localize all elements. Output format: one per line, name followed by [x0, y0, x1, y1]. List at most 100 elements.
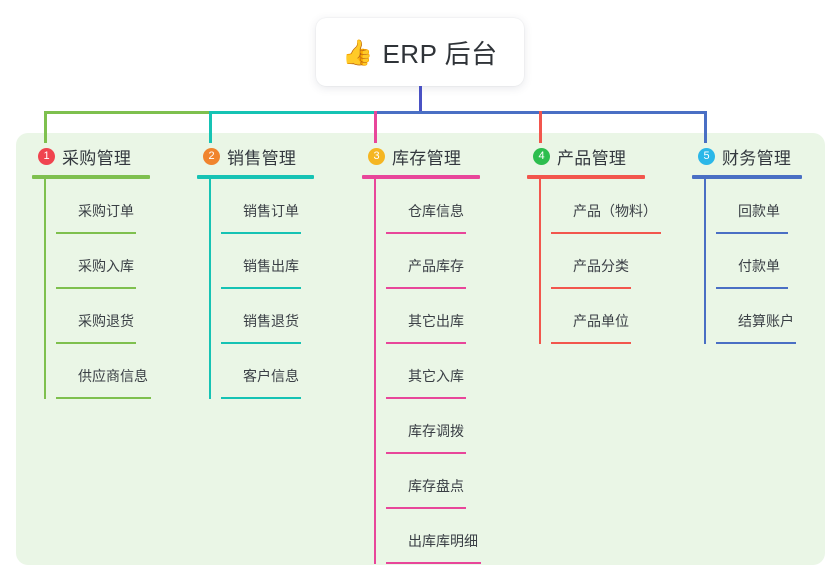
branch-header-3[interactable]: 3 库存管理: [362, 143, 480, 169]
branch-underline: [692, 175, 802, 179]
branch-item[interactable]: 出库库明细: [386, 509, 481, 564]
branch-column-1: 1 采购管理采购订单采购入库采购退货供应商信息: [32, 143, 152, 399]
branch-item-list: 产品（物料） 产品分类产品单位: [527, 179, 661, 344]
branch-spine: [209, 179, 211, 399]
branch-header-2[interactable]: 2 销售管理: [197, 143, 315, 169]
branch-item[interactable]: 付款单: [716, 234, 802, 289]
branch-title: 产品管理: [557, 148, 627, 168]
branch-item-underline: [386, 397, 466, 399]
branch-item-underline: [386, 342, 466, 344]
branch-item-label: 采购退货: [78, 313, 134, 329]
branch-item-label: 库存盘点: [408, 478, 464, 494]
branch-item-underline: [386, 287, 466, 289]
branch-underline: [527, 175, 645, 179]
branch-item-label: 付款单: [738, 258, 780, 274]
branch-column-5: 5 财务管理回款单付款单结算账户: [692, 143, 802, 344]
root-stem-connector: [419, 86, 422, 114]
branch-item[interactable]: 销售出库: [221, 234, 315, 289]
branch-item-label: 出库库明细: [408, 533, 478, 549]
branch-item-label: 结算账户: [738, 313, 794, 329]
branch-item[interactable]: 库存盘点: [386, 454, 480, 509]
branch-drop-connector-5: [704, 111, 707, 143]
branch-item[interactable]: 其它入库: [386, 344, 480, 399]
branch-item-list: 销售订单销售出库销售退货客户信息: [197, 179, 315, 399]
branch-item-underline: [386, 452, 466, 454]
branch-header-1[interactable]: 1 采购管理: [32, 143, 152, 169]
branch-item[interactable]: 供应商信息: [56, 344, 152, 399]
branch-item[interactable]: 回款单: [716, 179, 802, 234]
branch-spine: [374, 179, 376, 564]
branch-item-underline: [56, 397, 151, 399]
branch-title: 采购管理: [62, 148, 132, 168]
thumbs-up-icon: 👍: [342, 38, 374, 67]
branch-item[interactable]: 产品库存: [386, 234, 480, 289]
branch-item-label: 产品分类: [573, 258, 629, 274]
branch-item-underline: [221, 397, 301, 399]
branch-header-5[interactable]: 5 财务管理: [692, 143, 802, 169]
branch-number-badge: 1: [38, 147, 55, 165]
branch-item[interactable]: 库存调拨: [386, 399, 480, 454]
root-node[interactable]: 👍 ERP 后台: [316, 18, 524, 86]
branch-title: 库存管理: [392, 148, 462, 168]
branch-item-label: 销售退货: [243, 313, 299, 329]
branch-item-label: 产品库存: [408, 258, 464, 274]
branch-item-underline: [56, 342, 136, 344]
root-node-title: ERP 后台: [382, 38, 498, 69]
branch-item[interactable]: 产品（物料）: [551, 179, 661, 234]
branch-item[interactable]: 其它出库: [386, 289, 480, 344]
branch-number-badge: 5: [698, 147, 715, 165]
branch-item[interactable]: 仓库信息: [386, 179, 480, 234]
branch-number-badge: 4: [533, 147, 550, 165]
branch-item-label: 库存调拨: [408, 423, 464, 439]
branch-item[interactable]: 客户信息: [221, 344, 315, 399]
bus-segment-1: [44, 111, 209, 114]
branch-drop-connector-2: [209, 111, 212, 143]
branch-item-label: 销售订单: [243, 203, 299, 219]
branch-underline: [362, 175, 480, 179]
branch-item-underline: [56, 232, 136, 234]
branch-item-label: 销售出库: [243, 258, 299, 274]
branch-header-4[interactable]: 4 产品管理: [527, 143, 645, 169]
branch-title: 销售管理: [227, 148, 297, 168]
branch-item[interactable]: 结算账户: [716, 289, 802, 344]
branch-column-3: 3 库存管理仓库信息产品库存其它出库其它入库库存调拨库存盘点出库库明细: [362, 143, 481, 564]
root-node-content: 👍 ERP 后台: [342, 34, 497, 71]
branch-drop-connector-3: [374, 111, 377, 143]
branch-item[interactable]: 销售订单: [221, 179, 315, 234]
branch-item[interactable]: 采购入库: [56, 234, 152, 289]
branch-item-label: 其它出库: [408, 313, 464, 329]
branch-item-underline: [386, 507, 466, 509]
branch-drop-connector-1: [44, 111, 47, 143]
branch-item[interactable]: 产品单位: [551, 289, 645, 344]
branch-item-underline: [221, 232, 301, 234]
branch-item[interactable]: 产品分类: [551, 234, 645, 289]
branch-number-badge: 2: [203, 147, 220, 165]
branch-underline: [32, 175, 150, 179]
branch-item-label: 产品单位: [573, 313, 629, 329]
branch-item-underline: [716, 342, 796, 344]
branch-item-underline: [56, 287, 136, 289]
branch-title: 财务管理: [722, 148, 792, 168]
branch-column-4: 4 产品管理产品（物料） 产品分类产品单位: [527, 143, 661, 344]
branch-item-label: 供应商信息: [78, 368, 148, 384]
branch-item-underline: [716, 287, 788, 289]
branch-item-label: 采购入库: [78, 258, 134, 274]
branch-drop-connector-4: [539, 111, 542, 143]
branch-item[interactable]: 采购订单: [56, 179, 152, 234]
branch-underline: [197, 175, 314, 179]
diagram-canvas: [16, 133, 825, 565]
branch-item-underline: [716, 232, 788, 234]
branch-number-badge: 3: [368, 147, 385, 165]
branch-item-label: 客户信息: [243, 368, 299, 384]
branch-item-list: 采购订单采购入库采购退货供应商信息: [32, 179, 152, 399]
branch-item-label: 仓库信息: [408, 203, 464, 219]
branch-item[interactable]: 销售退货: [221, 289, 315, 344]
branch-item-underline: [551, 287, 631, 289]
branch-spine: [44, 179, 46, 399]
branch-item-underline: [221, 342, 301, 344]
branch-item-label: 其它入库: [408, 368, 464, 384]
branch-item-label: 回款单: [738, 203, 780, 219]
branch-item[interactable]: 采购退货: [56, 289, 152, 344]
branch-item-list: 仓库信息产品库存其它出库其它入库库存调拨库存盘点出库库明细: [362, 179, 481, 564]
